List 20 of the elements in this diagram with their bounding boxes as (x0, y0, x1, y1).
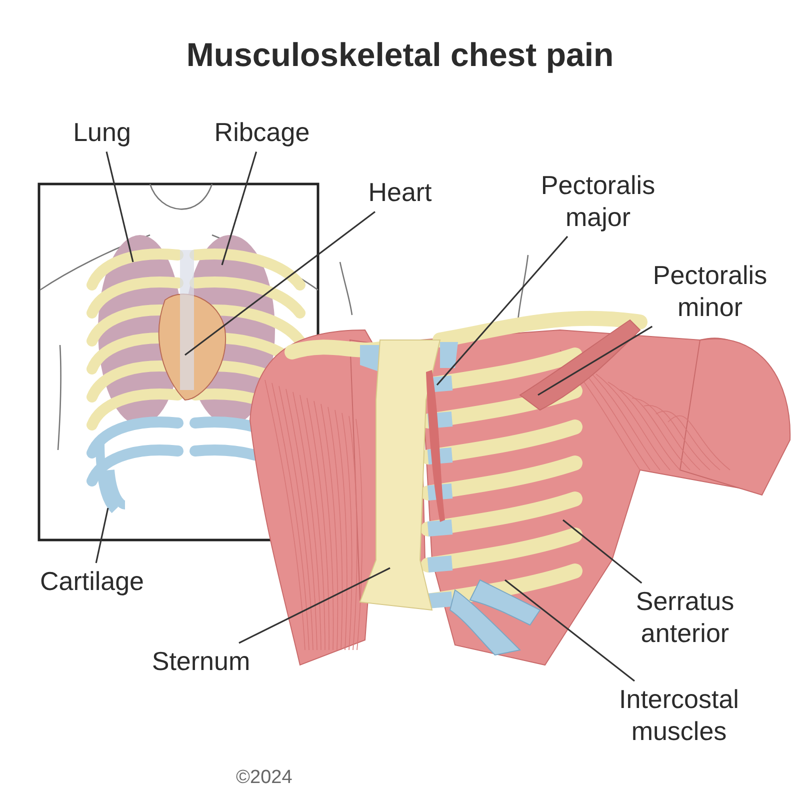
anatomy-label: Pectoralis minor (632, 260, 788, 324)
anatomy-label: Intercostal muscles (594, 684, 764, 748)
leader-line (238, 567, 390, 644)
leader-line (95, 508, 109, 564)
leader-line (106, 152, 134, 262)
leader-line (221, 151, 258, 266)
leader-line (562, 519, 642, 584)
title: Musculoskeletal chest pain (185, 36, 615, 74)
copyright-notice: ©2024 (236, 767, 292, 789)
leader-line (504, 579, 635, 682)
anatomy-label: Sternum (138, 646, 264, 678)
anatomy-label: Serratus anterior (612, 586, 758, 650)
anatomy-label: Cartilage (28, 566, 156, 598)
leader-line (538, 326, 653, 396)
anatomy-label: Ribcage (198, 117, 326, 149)
leader-line (184, 211, 376, 356)
leader-line (436, 236, 568, 386)
anatomy-label: Pectoralis major (520, 170, 676, 234)
anatomy-label: Lung (62, 117, 142, 149)
anatomy-label: Heart (355, 177, 445, 209)
